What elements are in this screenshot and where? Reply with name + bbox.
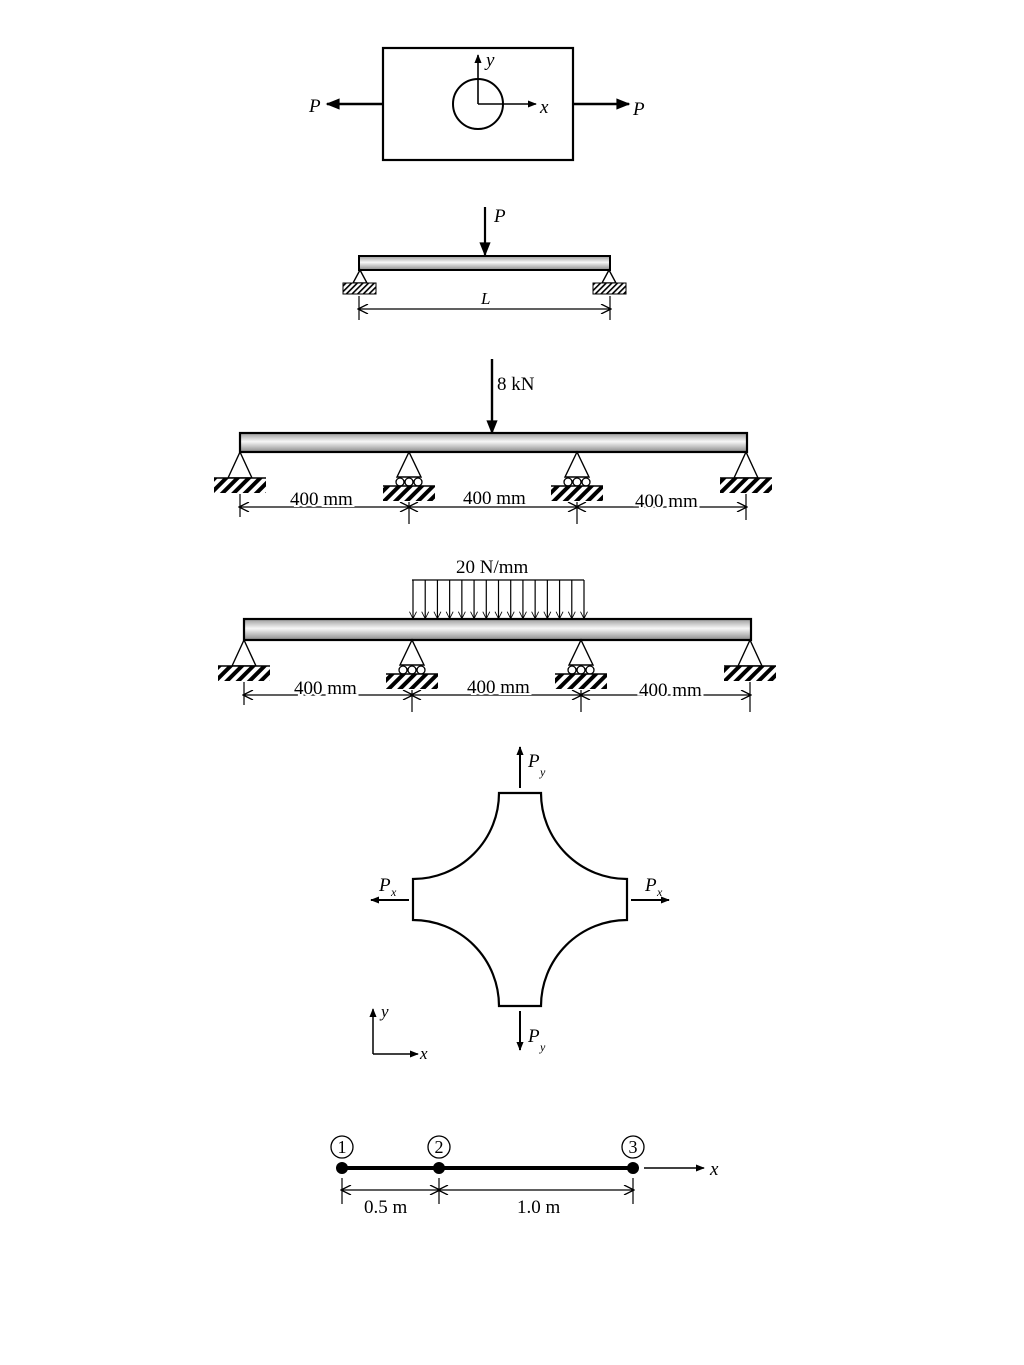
svg-text:x: x [656, 885, 663, 899]
support-roller-3 [551, 450, 603, 501]
svg-text:P: P [527, 751, 540, 772]
support-pin-4 [724, 638, 776, 681]
y-axis-label: y [484, 50, 495, 71]
svg-text:3: 3 [629, 1137, 638, 1157]
support-pin-1 [218, 638, 270, 681]
axis-x-label: x [419, 1044, 428, 1063]
distributed-load-arrows [413, 580, 584, 618]
beam [242, 617, 753, 642]
svg-text:P: P [527, 1026, 540, 1047]
force-x-right-label: P x [644, 875, 663, 899]
axis-y-label: y [379, 1002, 389, 1021]
support-pin-1 [214, 450, 266, 493]
specimen-outline [411, 791, 629, 1008]
span-label-2: 400 mm [463, 488, 526, 509]
figure-simple-beam: P L [342, 206, 627, 320]
support-roller-2 [383, 450, 435, 501]
figure-plate-with-hole: y x P P [308, 46, 645, 162]
support-roller-2 [386, 638, 438, 689]
node-label-2: 2 [427, 1135, 451, 1159]
support-roller-3 [555, 638, 607, 689]
point-load-label: P [493, 206, 506, 227]
force-y-top-label: P y [527, 751, 546, 779]
node-label-1: 1 [330, 1135, 354, 1159]
length-label-1: 0.5 m [364, 1197, 408, 1218]
node-2 [433, 1162, 445, 1174]
span-label-1: 400 mm [294, 678, 357, 699]
span-label: L [480, 289, 490, 308]
svg-text:P: P [378, 875, 391, 896]
svg-text:x: x [390, 885, 397, 899]
right-pin-support [592, 268, 627, 295]
span-label-2: 400 mm [467, 677, 530, 698]
beam [238, 431, 749, 454]
node-3 [627, 1162, 639, 1174]
svg-text:2: 2 [435, 1137, 444, 1157]
node-1 [336, 1162, 348, 1174]
x-axis-label: x [539, 97, 549, 118]
point-load-label: 8 kN [497, 374, 535, 395]
length-label-2: 1.0 m [517, 1197, 561, 1218]
force-x-left-label: P x [378, 875, 397, 899]
svg-text:y: y [539, 1040, 546, 1054]
support-pin-4 [720, 450, 772, 493]
left-load-label: P [308, 96, 321, 117]
node-label-3: 3 [621, 1135, 645, 1159]
figure-continuous-beam-point-load: 8 kN [214, 359, 772, 524]
span-label-3: 400 mm [639, 680, 702, 701]
svg-text:1: 1 [338, 1137, 347, 1157]
right-load-label: P [632, 99, 645, 120]
beam [358, 255, 611, 271]
span-label-1: 400 mm [290, 489, 353, 510]
figure-bar-elements: 1 2 3 x 0.5 m 1.0 m [330, 1135, 719, 1218]
svg-text:y: y [539, 765, 546, 779]
distributed-load-label: 20 N/mm [456, 557, 529, 578]
figure-continuous-beam-distributed-load: 20 N/mm [218, 557, 776, 712]
left-pin-support [342, 268, 377, 295]
figure-cruciform-specimen: P y P y P x P x y x [369, 746, 670, 1063]
x-axis-label: x [709, 1159, 719, 1180]
span-label-3: 400 mm [635, 491, 698, 512]
coordinate-axes: y x [369, 1002, 428, 1063]
svg-text:P: P [644, 875, 657, 896]
force-y-bottom-label: P y [527, 1026, 546, 1054]
